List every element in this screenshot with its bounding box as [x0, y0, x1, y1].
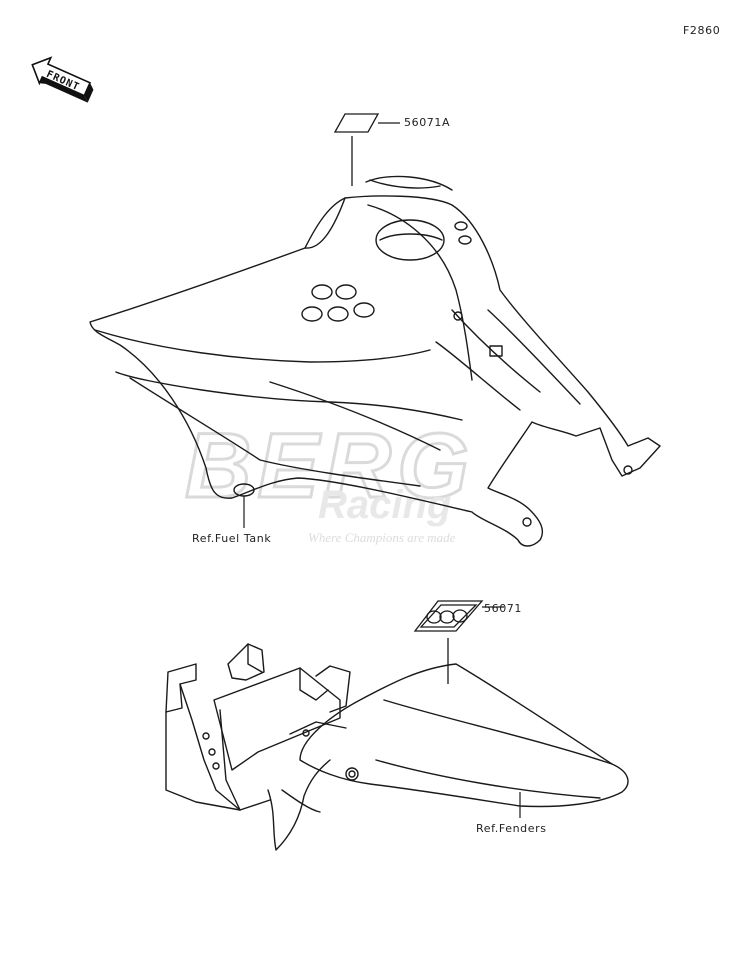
watermark: BERG Racing: [184, 414, 471, 528]
fuel-tank-cover: [89, 175, 661, 547]
label-56071-part: [413, 600, 504, 684]
figure-code: F2860: [683, 24, 721, 37]
front-arrow-icon: FRONT: [31, 56, 94, 103]
callout-56071: 56071: [484, 602, 522, 615]
watermark-tagline: Where Champions are made: [308, 530, 456, 545]
callout-ref-fuel-tank: Ref.Fuel Tank: [192, 532, 272, 545]
callout-ref-fenders: Ref.Fenders: [476, 822, 547, 835]
watermark-sub: Racing: [318, 483, 451, 527]
leader-lines: [243, 496, 521, 818]
callout-56071a: 56071A: [404, 116, 451, 129]
rear-fender: [165, 643, 629, 851]
label-56071a-part: [333, 113, 400, 186]
